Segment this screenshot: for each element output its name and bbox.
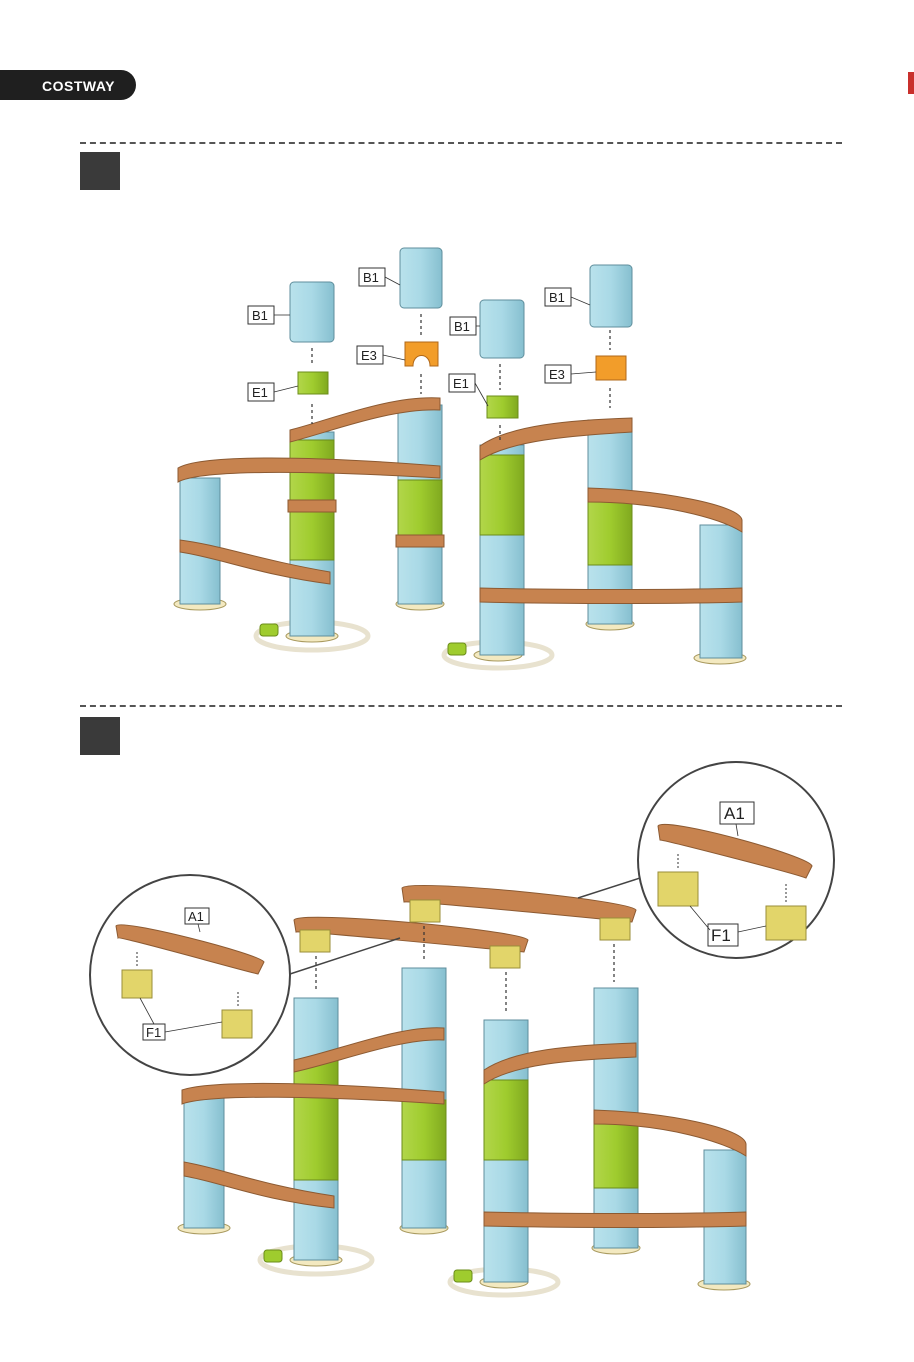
step-1-illustration: B1 B1 B1 B1 E1 E3 E1 E3 — [0, 0, 914, 700]
part-label: B1 — [454, 319, 470, 334]
part-label: E3 — [361, 348, 377, 363]
step-number-box — [80, 717, 120, 755]
step-2-illustration: A1 F1 A1 F1 — [0, 760, 914, 1360]
part-label: E1 — [453, 376, 469, 391]
part-label: B1 — [252, 308, 268, 323]
part-label: A1 — [188, 909, 204, 924]
part-label: B1 — [549, 290, 565, 305]
part-label: A1 — [724, 804, 745, 823]
part-label: F1 — [711, 926, 731, 945]
part-label: F1 — [146, 1025, 161, 1040]
part-label: E3 — [549, 367, 565, 382]
part-label: E1 — [252, 385, 268, 400]
section-divider — [80, 705, 842, 707]
part-label: B1 — [363, 270, 379, 285]
